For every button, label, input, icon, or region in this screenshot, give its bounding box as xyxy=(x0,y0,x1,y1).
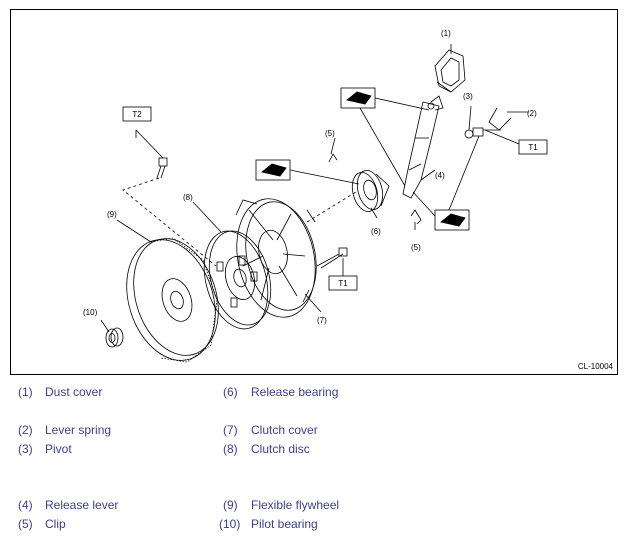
callout-4: (4) xyxy=(435,171,445,180)
callout-5-upper: (5) xyxy=(325,129,335,138)
legend-label-9: Flexible flywheel xyxy=(251,498,340,512)
callout-8: (8) xyxy=(183,193,193,202)
legend-label-4: Release lever xyxy=(45,498,119,512)
callout-9: (9) xyxy=(107,210,117,219)
dust-cover xyxy=(434,49,466,93)
bolt-t1-lower xyxy=(316,247,348,280)
legend-label-7: Clutch cover xyxy=(251,423,318,437)
legend-num-3: (3) xyxy=(18,442,33,456)
legend-num-8: (8) xyxy=(223,442,238,456)
legend-label-10: Pilot bearing xyxy=(251,517,318,531)
legend-num-7: (7) xyxy=(223,423,238,437)
legend-num-9: (9) xyxy=(223,498,238,512)
pivot xyxy=(448,105,501,211)
grease-icon-lower xyxy=(434,209,470,231)
drawing-code: CL-10004 xyxy=(577,362,613,371)
callout-10: (10) xyxy=(83,308,98,317)
clip-upper xyxy=(328,153,338,163)
legend-label-5: Clip xyxy=(45,517,66,531)
torque-tag-t1-lower: T1 xyxy=(338,279,348,288)
legend-num-5: (5) xyxy=(18,517,33,531)
callout-7: (7) xyxy=(317,316,327,325)
legend-num-1: (1) xyxy=(18,385,33,399)
pilot-bearing xyxy=(105,327,124,348)
release-lever xyxy=(402,95,444,199)
clutch-exploded-view: T2 T1 T1 (1) (2) (3) (4) (5) (5) (6) (7)… xyxy=(83,29,548,363)
clip-lower xyxy=(410,209,422,225)
legend-label-3: Pivot xyxy=(45,442,72,456)
legend-num-6: (6) xyxy=(223,385,238,399)
legend-num-10: (10) xyxy=(219,517,241,531)
bolt-t2 xyxy=(135,129,168,179)
exploded-diagram: T2 T1 T1 (1) (2) (3) (4) (5) (5) (6) (7)… xyxy=(10,9,618,375)
grease-icon-mid xyxy=(255,159,291,181)
legend-label-1: Dust cover xyxy=(45,385,103,399)
release-bearing xyxy=(351,170,390,212)
legend-label-6: Release bearing xyxy=(251,385,339,399)
grease-icon-upper xyxy=(340,87,376,109)
legend-num-4: (4) xyxy=(18,498,33,512)
callout-1: (1) xyxy=(441,29,451,38)
legend-num-2: (2) xyxy=(18,423,33,437)
torque-tag-t2: T2 xyxy=(132,110,142,119)
legend-label-8: Clutch disc xyxy=(251,442,310,456)
callout-3: (3) xyxy=(463,92,473,101)
torque-tag-t1-pivot: T1 xyxy=(528,143,538,152)
callout-6: (6) xyxy=(371,227,381,236)
callout-5-lower: (5) xyxy=(411,243,421,252)
flexible-flywheel xyxy=(126,237,219,363)
callout-2: (2) xyxy=(527,109,537,118)
legend-label-2: Lever spring xyxy=(45,423,112,437)
clutch-cover xyxy=(235,198,317,318)
lever-spring xyxy=(488,107,512,131)
